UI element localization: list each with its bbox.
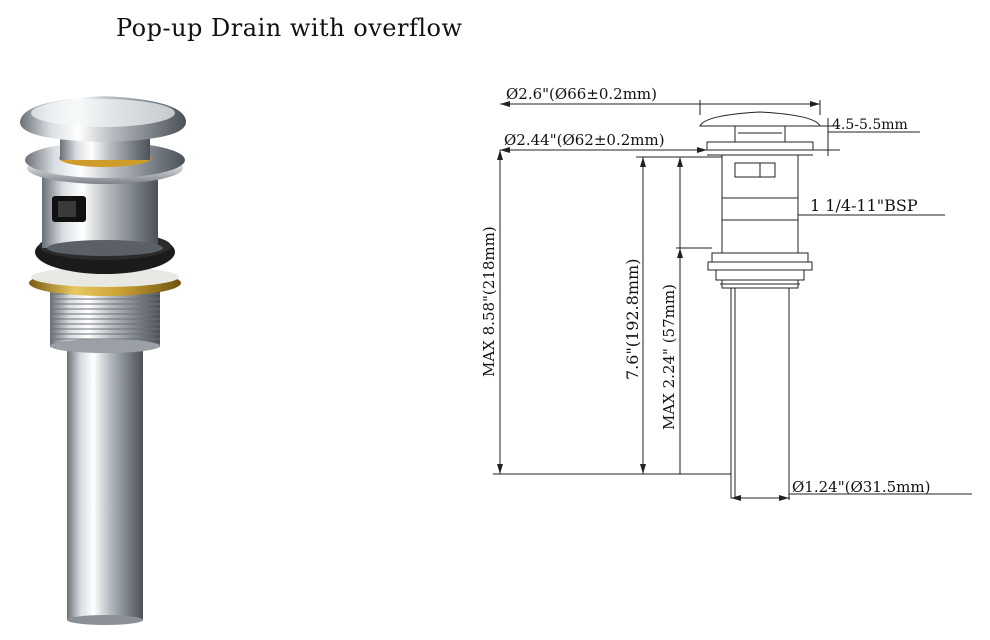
arrow-total-top bbox=[497, 150, 503, 160]
drawing-overflow bbox=[734, 162, 776, 178]
technical-drawing bbox=[493, 100, 972, 500]
arrow-cap-right bbox=[810, 101, 820, 107]
arrow-flange-right bbox=[697, 147, 707, 153]
arrow-total-bottom bbox=[497, 464, 503, 474]
drawing-cap bbox=[699, 111, 821, 127]
drawing-nut-bottom bbox=[715, 269, 805, 281]
arrow-tail-top bbox=[640, 157, 646, 167]
drawing-overflow-inner bbox=[759, 162, 776, 178]
tail-pipe bbox=[67, 340, 143, 620]
pipe-end bbox=[67, 615, 143, 625]
body-bottom bbox=[47, 240, 163, 256]
overflow-inner bbox=[58, 201, 76, 217]
arrow-pipe-right bbox=[779, 495, 789, 501]
drawing-flange bbox=[706, 141, 814, 151]
drawing-nut bbox=[707, 261, 813, 271]
arrow-tail-bottom bbox=[640, 464, 646, 474]
label-tail-length: 7.6"(192.8mm) bbox=[623, 259, 642, 380]
arrow-cap-left bbox=[500, 101, 510, 107]
label-max-total: MAX 8.58"(218mm) bbox=[480, 226, 498, 377]
label-thread: 1 1/4-11"BSP bbox=[810, 196, 918, 215]
label-flange-diameter: Ø2.44"(Ø62±0.2mm) bbox=[504, 131, 665, 149]
cap-highlight bbox=[31, 99, 175, 127]
dimension-arrows bbox=[497, 101, 820, 501]
label-pipe-diameter: Ø1.24"(Ø31.5mm) bbox=[792, 478, 930, 496]
thread-base bbox=[50, 339, 160, 353]
arrow-pipe-left bbox=[731, 495, 741, 501]
label-cap-height: 4.5-5.5mm bbox=[832, 117, 908, 133]
arrow-thread-bottom bbox=[677, 157, 683, 167]
drawing-cap-stem bbox=[734, 125, 786, 143]
drain-product-image bbox=[20, 96, 186, 625]
label-max-thread: MAX 2.24" (57mm) bbox=[660, 284, 678, 430]
arrow-flange-left bbox=[500, 147, 510, 153]
drawing-nut-top bbox=[711, 252, 809, 263]
page-title: Pop-up Drain with overflow bbox=[116, 14, 463, 42]
label-cap-diameter: Ø2.6"(Ø66±0.2mm) bbox=[506, 85, 657, 103]
drawing-tail-pipe bbox=[730, 287, 790, 499]
thread-lines bbox=[50, 292, 160, 347]
arrow-thread-top bbox=[677, 248, 683, 258]
white-washer bbox=[31, 267, 179, 287]
